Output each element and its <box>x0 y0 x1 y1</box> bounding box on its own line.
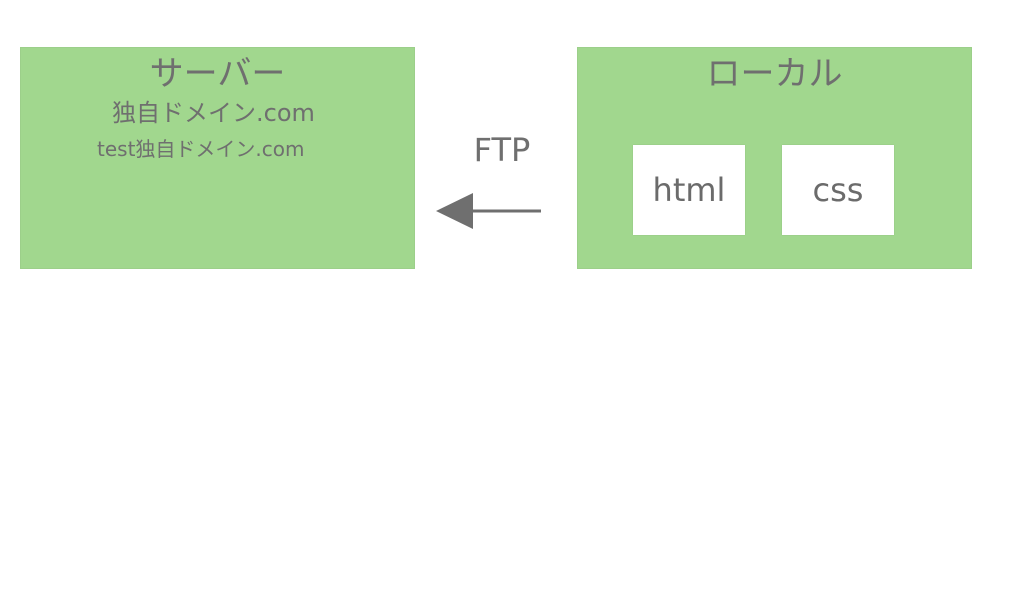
file-card-html-label: html <box>652 171 726 209</box>
server-domain-test: test独自ドメイン.com <box>97 137 305 161</box>
file-card-css-label: css <box>812 171 864 209</box>
file-card-html: html <box>633 145 745 235</box>
local-box: ローカル html css <box>577 47 972 269</box>
server-box: サーバー 独自ドメイン.com test独自ドメイン.com <box>20 47 415 269</box>
server-title: サーバー <box>149 54 286 94</box>
left-arrow-icon <box>436 193 541 229</box>
ftp-label: FTP <box>473 131 531 169</box>
arrow-head <box>436 193 473 229</box>
file-card-css: css <box>782 145 894 235</box>
local-title: ローカル <box>706 54 843 94</box>
server-domain-primary: 独自ドメイン.com <box>112 99 315 127</box>
